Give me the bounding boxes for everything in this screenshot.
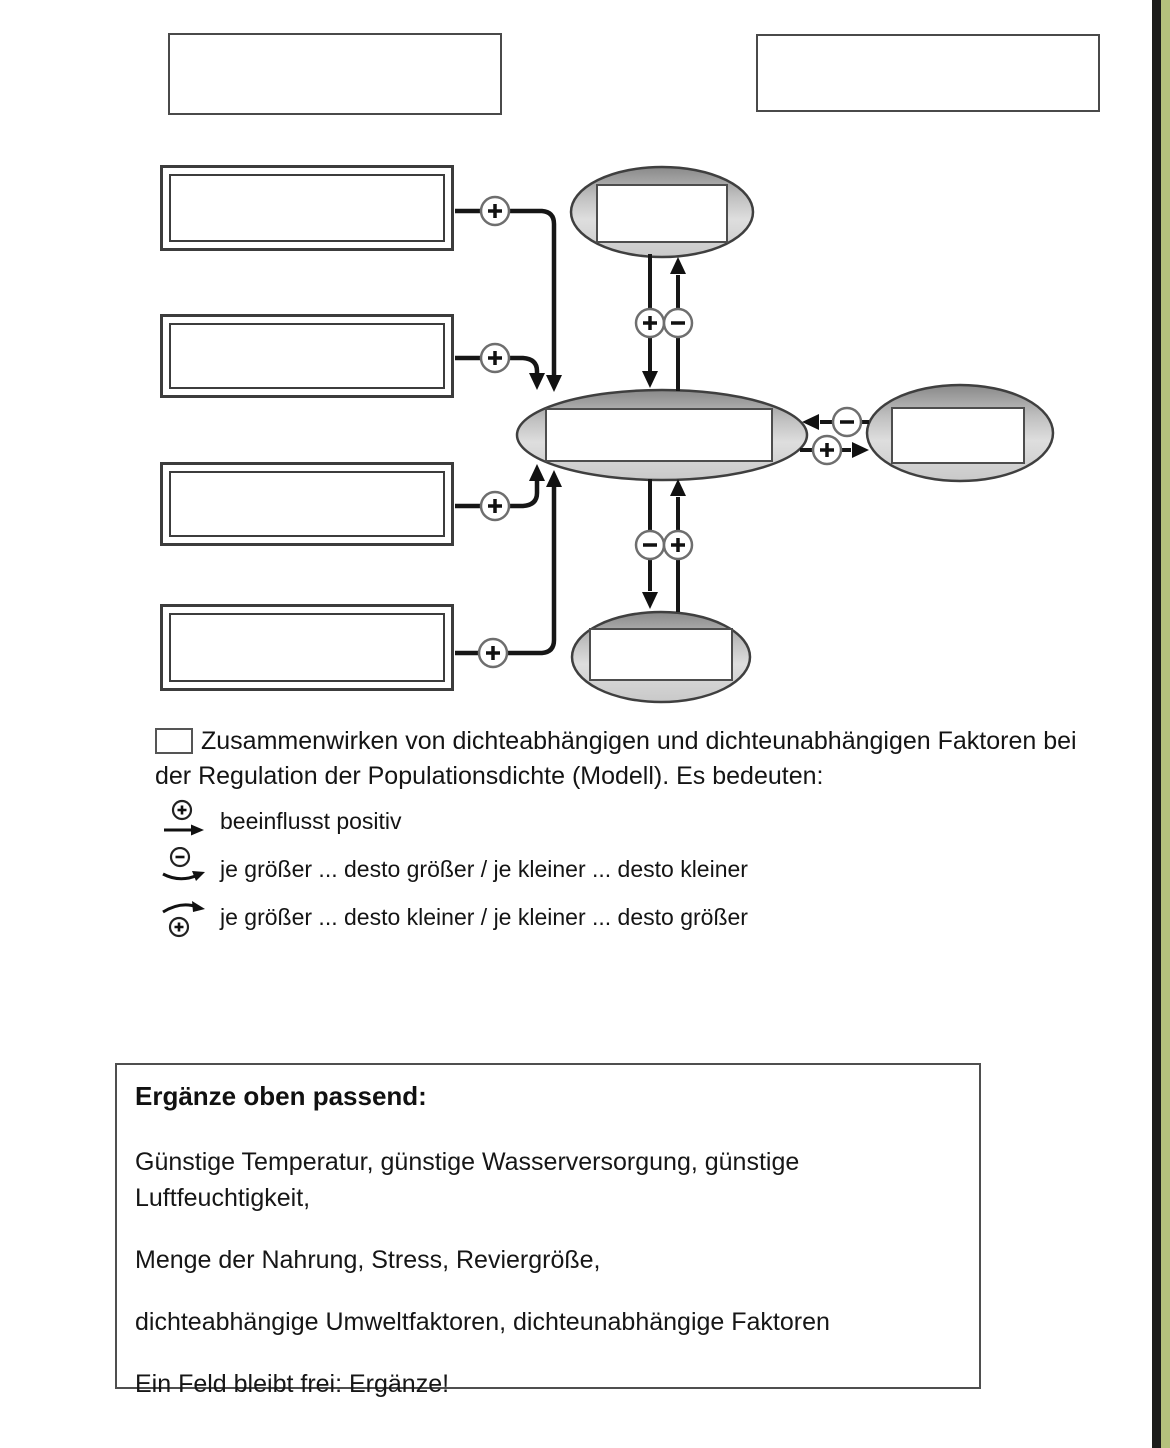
legend-row-same-direction: je größer ... desto größer / je kleiner … xyxy=(158,847,748,891)
figure-caption: Zusammenwirken von dichteabhängigen und … xyxy=(155,724,1087,794)
plus-circle-icon xyxy=(477,637,509,669)
curved-arrow-plus-circle-icon xyxy=(162,901,205,938)
blank-field-factor-1[interactable] xyxy=(160,165,454,251)
legend-label: beeinflusst positiv xyxy=(220,807,402,834)
task-box: Ergänze oben passend: Günstige Temperatu… xyxy=(115,1063,981,1398)
arrowheads xyxy=(529,257,869,609)
caption-number-blank[interactable] xyxy=(155,728,193,754)
blank-field-ellipse-right[interactable] xyxy=(891,407,1025,464)
legend-label: je größer ... desto größer / je kleiner … xyxy=(220,855,748,882)
legend-label: je größer ... desto kleiner / je kleiner… xyxy=(220,903,748,930)
task-line: dichteabhängige Umweltfaktoren, dichteun… xyxy=(135,1308,830,1336)
scan-edge-olive xyxy=(1161,0,1170,1448)
blank-field-top-right[interactable] xyxy=(756,34,1100,112)
population-model-diagram xyxy=(455,165,1055,704)
minus-circle-curved-arrow-icon xyxy=(162,847,205,881)
relation-signs xyxy=(477,195,863,669)
blank-field-factor-2[interactable] xyxy=(160,314,454,398)
factor-4-inner-frame xyxy=(169,613,445,682)
plus-circle-icon xyxy=(479,490,511,522)
legend-row-opposite-direction: je größer ... desto kleiner / je kleiner… xyxy=(158,895,748,939)
task-heading: Ergänze oben passend: xyxy=(135,1081,427,1111)
task-line: Ein Feld bleibt frei: Ergänze! xyxy=(135,1370,450,1398)
minus-circle-icon xyxy=(634,529,666,561)
factor-3-inner-frame xyxy=(169,471,445,537)
blank-field-factor-4[interactable] xyxy=(160,604,454,691)
blank-field-ellipse-top[interactable] xyxy=(596,184,728,243)
caption-text: Zusammenwirken von dichteabhängigen und … xyxy=(155,727,1077,790)
minus-circle-icon xyxy=(662,307,694,339)
plus-circle-icon xyxy=(662,529,694,561)
task-line: Menge der Nahrung, Stress, Reviergröße, xyxy=(135,1246,601,1274)
factor-2-inner-frame xyxy=(169,323,445,389)
blank-field-top-left[interactable] xyxy=(168,33,502,115)
symbol-legend: beeinflusst positiv je größer ... desto … xyxy=(158,799,748,943)
plus-circle-icon xyxy=(479,195,511,227)
legend-row-positive: beeinflusst positiv xyxy=(158,799,748,843)
blank-field-factor-3[interactable] xyxy=(160,462,454,546)
factor-connector-lines xyxy=(455,208,557,656)
task-line: Günstige Temperatur, günstige Wasservers… xyxy=(135,1148,800,1212)
minus-circle-icon xyxy=(831,406,863,438)
plus-circle-icon xyxy=(634,307,666,339)
factor-1-inner-frame xyxy=(169,174,445,242)
blank-field-ellipse-center[interactable] xyxy=(545,408,773,462)
plus-circle-icon xyxy=(811,434,843,466)
plus-circle-straight-arrow-icon xyxy=(164,799,204,836)
scan-edge-black xyxy=(1152,0,1161,1448)
blank-field-ellipse-bottom[interactable] xyxy=(589,628,733,681)
plus-circle-icon xyxy=(479,342,511,374)
